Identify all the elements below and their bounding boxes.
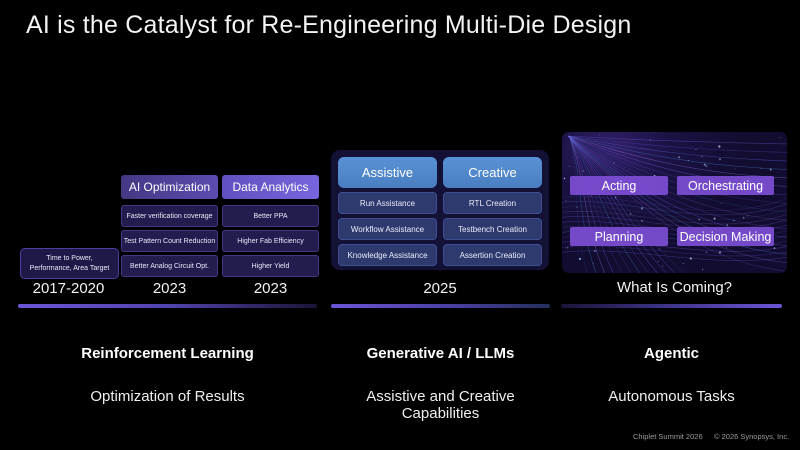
column-header-data-analytics: Data Analytics: [222, 175, 319, 199]
footer-event: Chiplet Summit 2026: [633, 432, 703, 441]
assistive-column: Assistive Run Assistance Workflow Assist…: [338, 150, 437, 270]
column-header-ai-optimization: AI Optimization: [121, 175, 218, 199]
creative-column: Creative RTL Creation Testbench Creation…: [443, 150, 542, 270]
capability-box: Assertion Creation: [443, 244, 542, 266]
coming-caption: What Is Coming?: [616, 279, 733, 296]
agentic-network-image: Acting Orchestrating Planning Decision M…: [562, 132, 787, 273]
era-underline-reinforcement: [18, 304, 317, 308]
era-title-generative: Generative AI / LLMs: [366, 345, 515, 362]
timeline-box: Better Analog Circuit Opt.: [121, 255, 218, 277]
year-label: 2017-2020: [32, 280, 105, 297]
era-subtitle-reinforcement: Optimization of Results: [90, 388, 245, 405]
capability-box: Knowledge Assistance: [338, 244, 437, 266]
era-subtitle-generative: Assistive and Creative Capabilities: [366, 388, 515, 422]
agentic-button-decision-making: Decision Making: [677, 227, 774, 246]
era-subtitle-agentic: Autonomous Tasks: [608, 388, 735, 405]
year-label: 2023: [152, 280, 187, 297]
slide-title: AI is the Catalyst for Re-Engineering Mu…: [26, 11, 632, 39]
footer-copyright: © 2026 Synopsys, Inc.: [714, 432, 790, 441]
timeline-box-ppa-target-text: Time to Power, Performance, Area Target: [29, 255, 110, 272]
year-label: 2023: [253, 280, 288, 297]
timeline-box-ppa-target: Time to Power, Performance, Area Target: [20, 248, 119, 279]
timeline-box: Higher Fab Efficiency: [222, 230, 319, 252]
era-title-reinforcement: Reinforcement Learning: [81, 345, 254, 362]
timeline-box: Faster verification coverage: [121, 205, 218, 227]
era-underline-generative: [331, 304, 550, 308]
agentic-button-orchestrating: Orchestrating: [677, 176, 774, 195]
capability-box: Testbench Creation: [443, 218, 542, 240]
column-header-creative: Creative: [443, 157, 542, 188]
column-header-assistive: Assistive: [338, 157, 437, 188]
timeline-box: Higher Yield: [222, 255, 319, 277]
timeline-box: Test Pattern Count Reduction: [121, 230, 218, 252]
era-underline-agentic: [561, 304, 782, 308]
capability-box: Run Assistance: [338, 192, 437, 214]
year-label: 2025: [423, 280, 457, 297]
generative-panel: Assistive Run Assistance Workflow Assist…: [331, 150, 549, 270]
capability-box: Workflow Assistance: [338, 218, 437, 240]
agentic-button-acting: Acting: [570, 176, 668, 195]
agentic-button-planning: Planning: [570, 227, 668, 246]
network-art: [562, 132, 787, 273]
capability-box: RTL Creation: [443, 192, 542, 214]
timeline-box: Better PPA: [222, 205, 319, 227]
era-title-agentic: Agentic: [643, 345, 699, 362]
